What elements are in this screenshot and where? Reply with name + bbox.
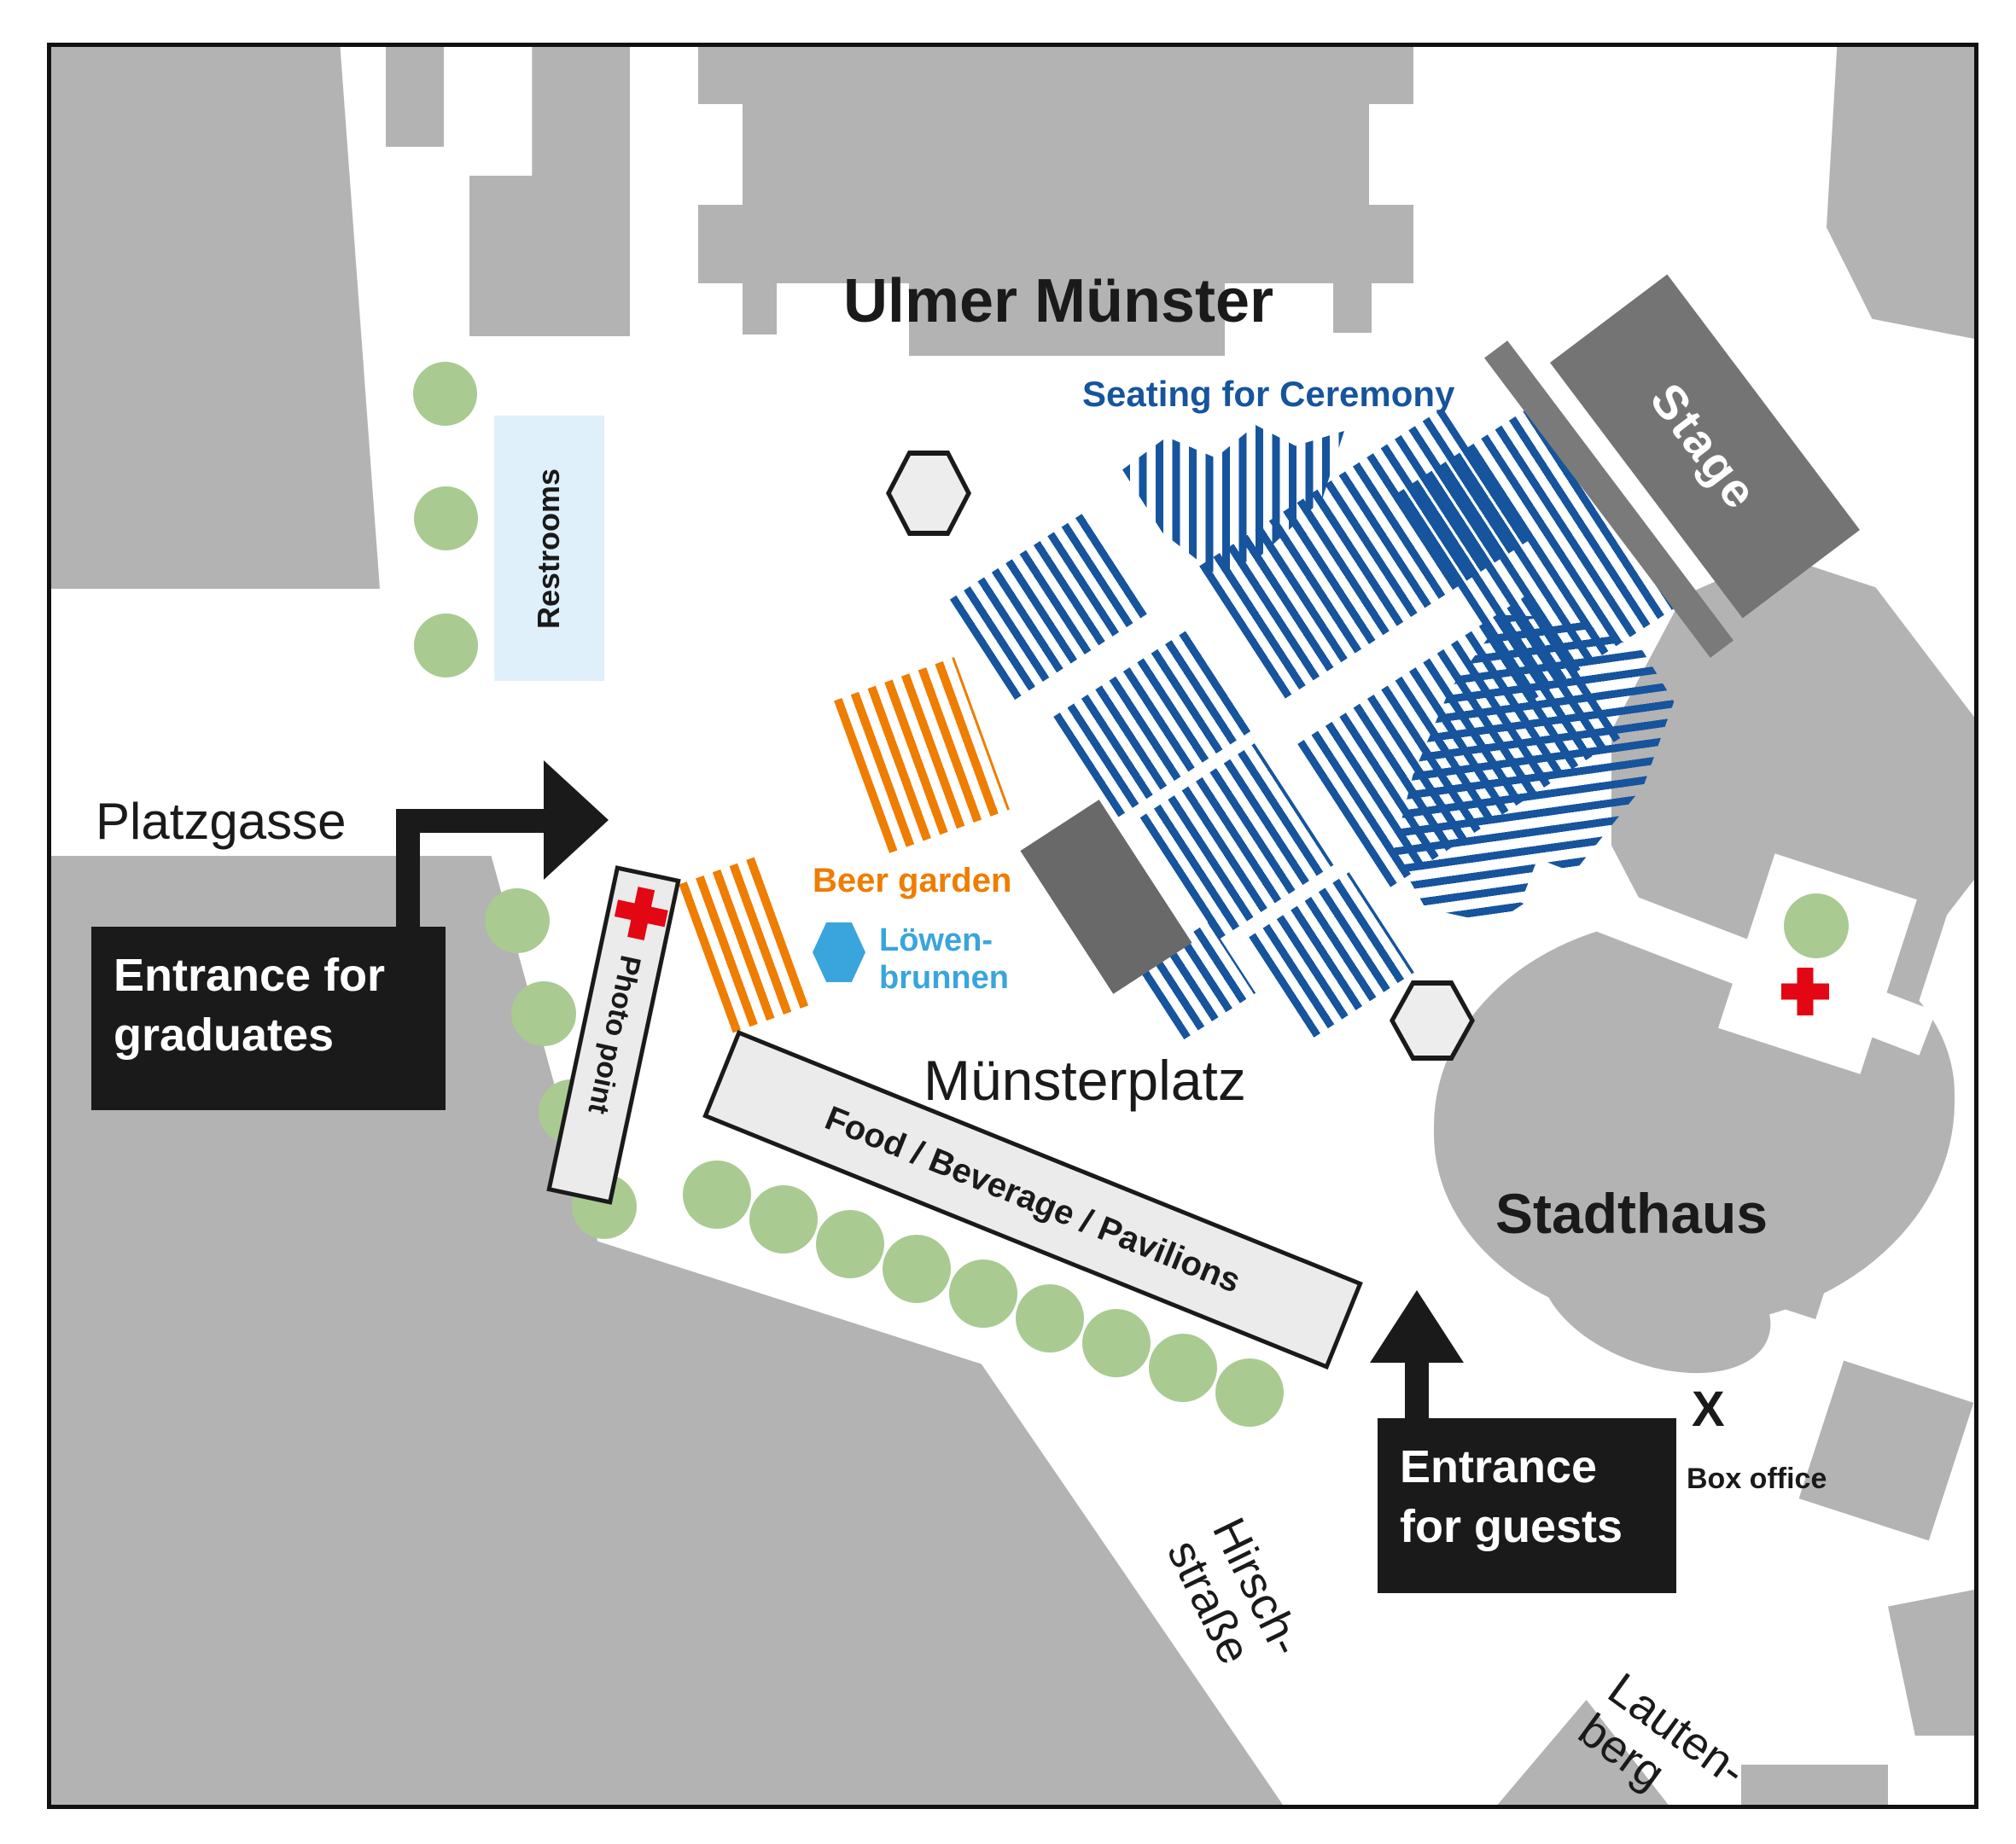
hexagon-landmark-icon [886,451,971,536]
building-top-left-block [47,43,380,589]
beer-garden-block [679,855,813,1033]
fountain-label: Löwen- brunnen [879,922,1009,997]
fountain-label-line2: brunnen [879,960,1009,997]
entrance-graduates-box: Entrance for graduates [91,927,446,1110]
seating-ceremony-label: Seating for Ceremony [1082,374,1455,414]
tree [883,1235,951,1303]
muenster-tooth-left-1 [698,44,746,104]
graduates-arrow-bar [396,809,563,833]
beer-garden-block [834,657,1010,853]
entrance-guests-box: Entrance for guests [1378,1418,1676,1593]
tree [414,486,478,550]
restrooms-area: Restrooms [494,416,604,681]
muenster-tooth-right-2 [1366,205,1413,283]
ulmer-muenster-label: Ulmer Münster [842,267,1274,335]
tree [1215,1358,1284,1427]
tree [816,1210,884,1278]
tree [511,981,576,1046]
building-top-right [1827,44,1978,340]
stadthaus-label: Stadthaus [1495,1182,1768,1245]
entrance-graduates-line2: graduates [114,1009,335,1062]
first-aid-icon [611,883,672,944]
muenster-tower [909,283,1225,356]
fountain-icon [813,922,865,982]
tree [413,362,477,426]
muenster-body [743,44,1369,283]
tree [1016,1284,1084,1352]
building-bottom-strip [1741,1765,1888,1807]
entrance-guests-line2: for guests [1400,1501,1623,1553]
building-l-block [469,44,630,336]
box-office-x-marker: X [1692,1382,1725,1437]
lautenberg-label: Lauten- berg [1569,1663,1755,1838]
stage-label: Stage [1640,373,1770,520]
seating-block [949,513,1148,701]
graduates-arrow-head [544,760,609,880]
tree [1149,1334,1217,1402]
building-small-strip [386,44,444,147]
tree [485,888,550,953]
entrance-guests-line1: Entrance [1400,1441,1598,1492]
tree [949,1259,1017,1328]
first-aid-icon [1781,968,1829,1015]
muenster-tooth-left-2 [698,205,746,283]
tree [1082,1309,1151,1377]
building-bottom-right-square [1798,1360,1974,1541]
muenster-tooth-right-1 [1366,44,1413,104]
tree [749,1185,818,1254]
tree [414,614,478,678]
photo-point-label: Photo point [581,952,647,1117]
box-office-label: Box office [1687,1463,1827,1495]
entrance-graduates-line1: Entrance for [114,950,386,1001]
restrooms-label: Restrooms [531,468,567,629]
muensterplatz-label: Münsterplatz [924,1049,1246,1112]
tree [1784,893,1849,958]
beer-garden-label: Beer garden [813,862,1012,899]
building-right-edge-triangle [1888,1589,1978,1736]
platzgasse-label: Platzgasse [96,793,347,850]
tree [683,1160,751,1229]
muenster-column-right [1333,283,1372,333]
fountain-label-line1: Löwen- [879,922,993,958]
guests-arrow-head [1370,1290,1464,1363]
muenster-column-left [743,283,777,334]
